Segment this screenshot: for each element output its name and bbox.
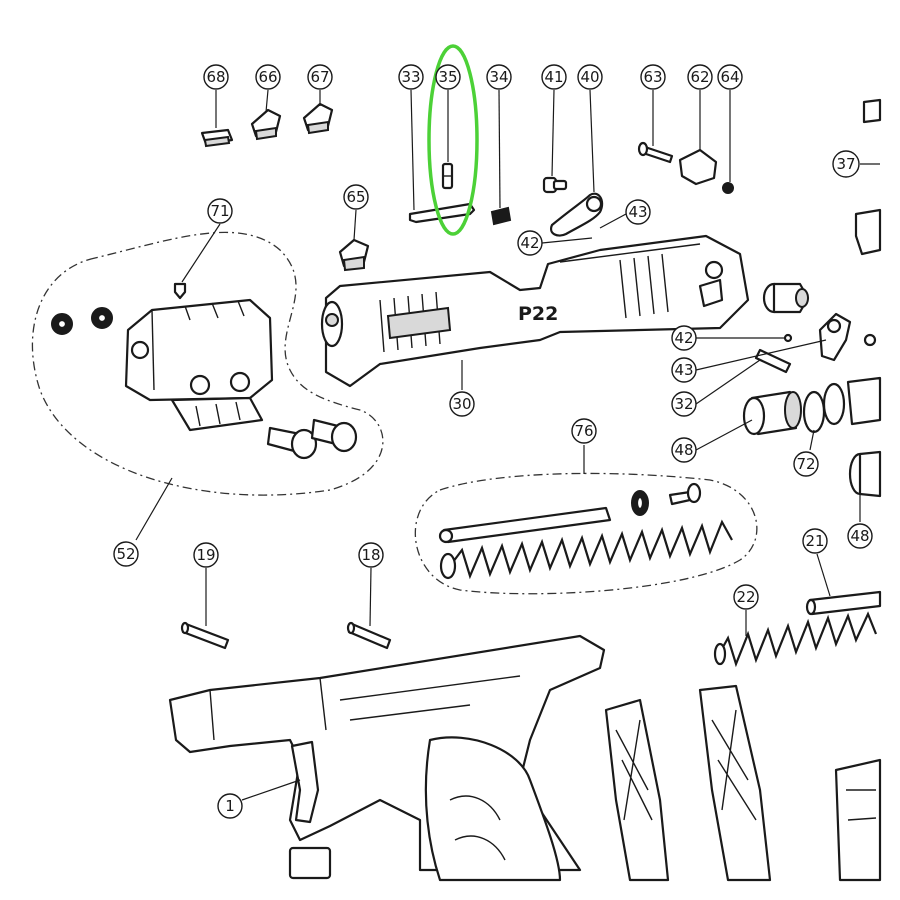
svg-text:1: 1 xyxy=(225,797,235,815)
svg-text:43: 43 xyxy=(674,361,693,379)
highlight-ring-part-35 xyxy=(427,44,479,236)
svg-text:66: 66 xyxy=(258,68,277,86)
group-52-outline xyxy=(31,231,384,496)
svg-text:41: 41 xyxy=(544,68,563,86)
callout-48-upper: 48 xyxy=(671,437,697,463)
part-68 xyxy=(200,128,234,148)
callout-48-lower: 48 xyxy=(847,523,873,549)
group-52-parts xyxy=(51,298,358,460)
callout-66: 66 xyxy=(255,64,281,90)
part-65-sight xyxy=(338,238,370,272)
svg-text:52: 52 xyxy=(116,545,135,563)
callout-62: 62 xyxy=(687,64,713,90)
svg-text:67: 67 xyxy=(310,68,329,86)
part-21-rod xyxy=(805,590,882,616)
svg-text:30: 30 xyxy=(452,395,471,413)
part-48-sleeve-lower xyxy=(848,450,882,498)
svg-text:72: 72 xyxy=(796,455,815,473)
callout-18: 18 xyxy=(358,542,384,568)
svg-text:48: 48 xyxy=(674,441,693,459)
part-18-pin xyxy=(346,621,392,650)
part-71-screw xyxy=(173,282,187,300)
callout-72: 72 xyxy=(793,451,819,477)
callout-71: 71 xyxy=(207,198,233,224)
callout-22: 22 xyxy=(733,584,759,610)
part-40-lever xyxy=(550,192,604,237)
callout-32: 32 xyxy=(671,391,697,417)
callout-1: 1 xyxy=(217,793,243,819)
callout-43-top: 43 xyxy=(625,199,651,225)
part-30-slide: P22 xyxy=(320,234,750,388)
part-62-block xyxy=(678,148,718,186)
svg-text:40: 40 xyxy=(580,68,599,86)
callout-35: 35 xyxy=(435,64,461,90)
svg-text:48: 48 xyxy=(850,527,869,545)
group-76-outline xyxy=(414,472,758,595)
part-72-rings xyxy=(802,376,882,434)
callout-64: 64 xyxy=(717,64,743,90)
part-64-ball xyxy=(722,182,734,194)
svg-text:63: 63 xyxy=(643,68,662,86)
group-76-parts xyxy=(438,482,733,580)
svg-text:37: 37 xyxy=(836,155,855,173)
svg-text:18: 18 xyxy=(361,546,380,564)
svg-text:65: 65 xyxy=(346,188,365,206)
part-41-screw xyxy=(542,176,568,194)
callout-34: 34 xyxy=(486,64,512,90)
part-48-sleeve-upper xyxy=(742,390,802,436)
svg-text:76: 76 xyxy=(574,422,593,440)
callout-19: 19 xyxy=(193,542,219,568)
svg-text:43: 43 xyxy=(628,203,647,221)
callout-21: 21 xyxy=(802,528,828,554)
leader-lines xyxy=(135,89,880,801)
callout-67: 67 xyxy=(307,64,333,90)
callout-43-right: 43 xyxy=(671,357,697,383)
part-19-pin xyxy=(180,621,230,650)
callout-52: 52 xyxy=(113,541,139,567)
callout-37: 37 xyxy=(832,150,860,178)
callout-76: 76 xyxy=(571,418,597,444)
svg-text:32: 32 xyxy=(674,395,693,413)
svg-text:19: 19 xyxy=(196,546,215,564)
callout-40: 40 xyxy=(577,64,603,90)
svg-text:22: 22 xyxy=(736,588,755,606)
svg-text:34: 34 xyxy=(489,68,508,86)
callout-30: 30 xyxy=(449,391,475,417)
svg-text:21: 21 xyxy=(805,532,824,550)
svg-text:71: 71 xyxy=(210,202,229,220)
callout-65: 65 xyxy=(343,184,369,210)
part-barrel-bushing xyxy=(762,282,810,314)
callout-68: 68 xyxy=(203,64,229,90)
magazine-parts xyxy=(604,684,882,882)
part-42-43-right xyxy=(754,312,877,374)
svg-text:42: 42 xyxy=(520,234,539,252)
callout-42-top: 42 xyxy=(517,230,543,256)
svg-text:64: 64 xyxy=(720,68,739,86)
part-34-spring xyxy=(490,206,512,226)
callout-41: 41 xyxy=(541,64,567,90)
callout-42-right: 42 xyxy=(671,325,697,351)
part-37-fragment xyxy=(854,98,882,256)
part-66 xyxy=(250,108,282,141)
svg-text:62: 62 xyxy=(690,68,709,86)
slide-model-marking: P22 xyxy=(518,303,558,325)
part-35-pin xyxy=(441,162,454,190)
svg-text:42: 42 xyxy=(674,329,693,347)
svg-text:68: 68 xyxy=(206,68,225,86)
part-22-spring xyxy=(713,611,878,668)
part-1-frame xyxy=(168,634,606,882)
part-67 xyxy=(302,102,334,135)
svg-text:33: 33 xyxy=(401,68,420,86)
part-63-pin xyxy=(637,141,674,164)
callout-63: 63 xyxy=(640,64,666,90)
svg-text:35: 35 xyxy=(438,68,457,86)
callout-33: 33 xyxy=(398,64,424,90)
